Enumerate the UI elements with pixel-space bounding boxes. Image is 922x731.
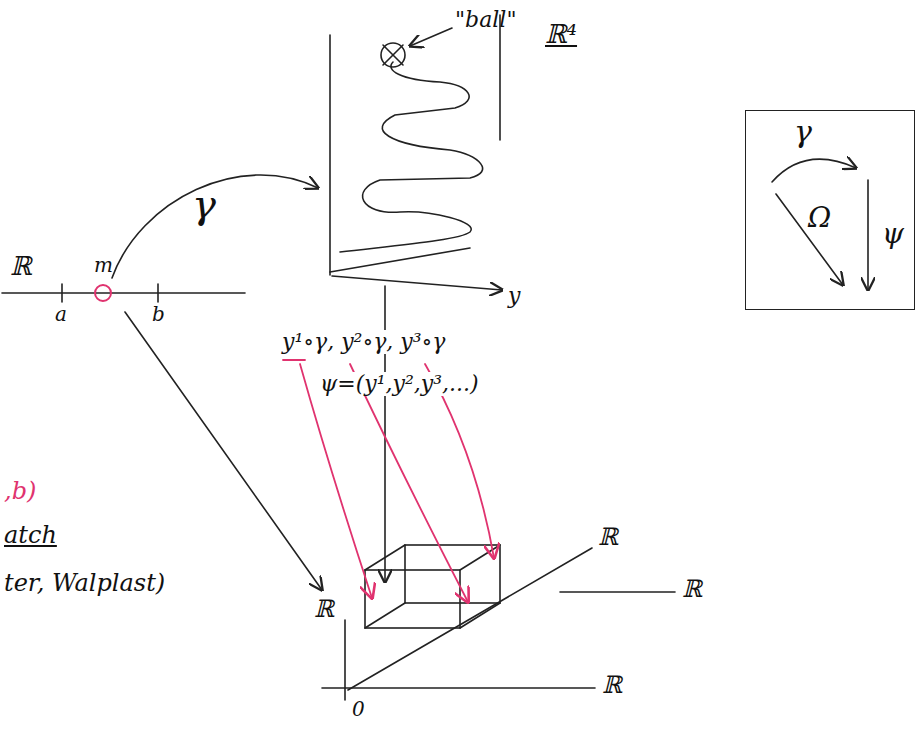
cube-face [365, 570, 460, 628]
map-arrow [112, 175, 318, 278]
ball-mark [383, 45, 403, 65]
symbol-label: ψ [882, 219, 904, 250]
map-line [560, 591, 675, 593]
component-arrow [350, 364, 468, 602]
label: b [152, 303, 165, 325]
axis [499, 15, 501, 140]
cube-edge [460, 603, 500, 628]
leader-line [410, 28, 452, 46]
label: ψ=(y¹,y²,y³,...) [318, 372, 481, 396]
label: ℝ [598, 524, 618, 550]
map-arrow [776, 194, 843, 285]
label: y¹∘γ, y²∘γ, y³∘γ [280, 330, 448, 354]
label: atch [4, 522, 57, 548]
ball [381, 43, 405, 67]
label: ,b) [4, 478, 36, 504]
cube-edge [365, 545, 405, 570]
label: ℝ [10, 252, 32, 281]
cube-edge [365, 603, 405, 628]
label: ℝ⁴ [545, 20, 577, 49]
label: ter, Walplast) [4, 570, 165, 596]
diagram-box: γΩψ [745, 110, 915, 310]
label: a [55, 303, 67, 325]
point-marker [95, 285, 111, 301]
tick [61, 284, 63, 302]
symbol-label: γ [794, 115, 812, 148]
label: ℝ [314, 596, 334, 622]
axis [322, 687, 595, 689]
label: y [508, 284, 520, 308]
map-arrow [772, 159, 856, 182]
label: "ball" [455, 8, 517, 32]
component-arrow [300, 364, 372, 598]
underline [283, 359, 305, 361]
label: 0 [352, 698, 365, 720]
axis [332, 276, 502, 290]
axis [330, 248, 470, 272]
label: γ [192, 182, 216, 226]
map-arrow [867, 180, 869, 290]
label: m [94, 254, 113, 276]
label: ℝ [682, 576, 702, 602]
axis [348, 548, 592, 690]
ball-mark [383, 45, 403, 65]
helix-curve [340, 62, 483, 252]
cube-face [405, 545, 500, 603]
axis [329, 35, 331, 275]
tick [157, 284, 159, 302]
number-line [2, 292, 245, 294]
label: ℝ [602, 672, 622, 698]
symbol-label: Ω [808, 203, 831, 234]
